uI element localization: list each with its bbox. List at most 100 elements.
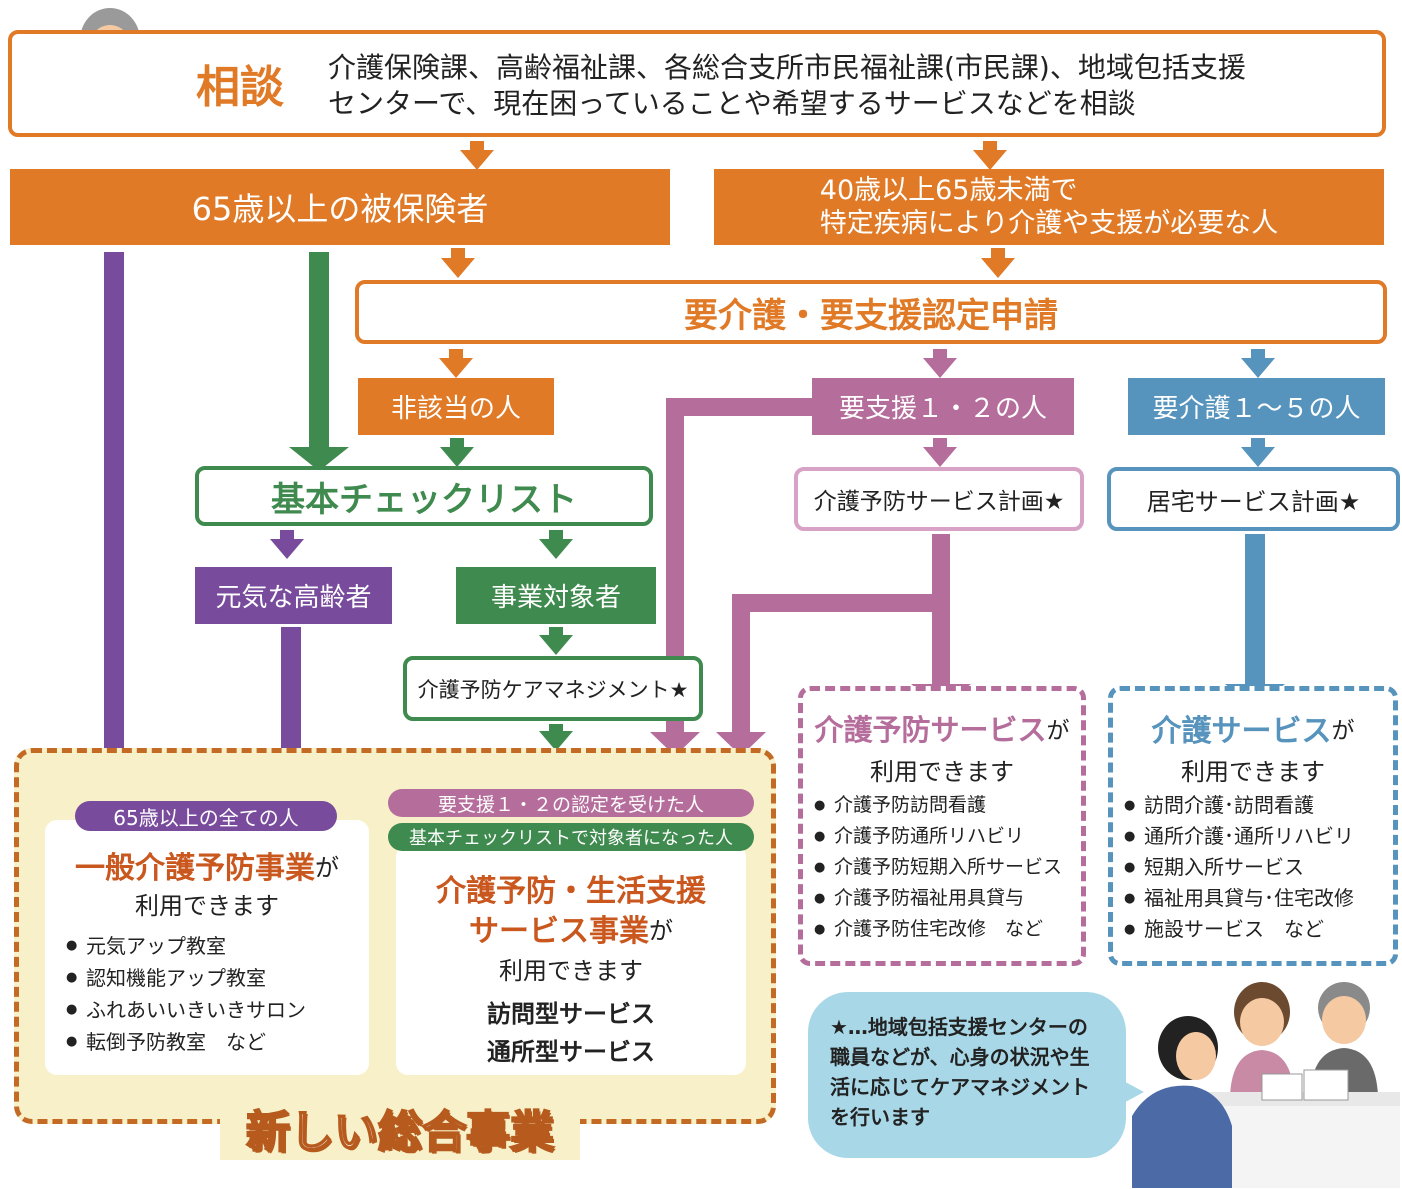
living-suffix: が [649, 916, 673, 945]
home-plan-label: 居宅サービス計画★ [1146, 487, 1361, 516]
list-item: 元気アップ教室 [66, 930, 366, 962]
support12-label: 要支援１・２の人 [838, 394, 1047, 424]
arrow-stem [1251, 438, 1265, 448]
general-title-row: 一般介護予防事業が [45, 845, 369, 886]
living-tag1-label: 要支援１・２の認定を受けた人 [437, 793, 704, 816]
arrow-stem [470, 141, 484, 151]
down-arrow-icon [981, 258, 1015, 278]
general-items: 元気アップ教室 認知機能アップ教室 ふれあいいきいきサロン 転倒予防教室 など [66, 930, 366, 1058]
living-usable: 利用できます [499, 956, 643, 985]
consult-title: 相談 [196, 62, 284, 113]
list-item: 短期入所サービス [1124, 852, 1396, 883]
purple-line [281, 627, 301, 777]
pink-line [666, 398, 684, 732]
care-management-box: 介護予防ケアマネジメント★ [403, 656, 703, 721]
list-item: 訪問介護･訪問看護 [1124, 790, 1396, 821]
care-management-label: 介護予防ケアマネジメント★ [417, 677, 689, 702]
age40-65-box: 40歳以上65歳未満で 特定疾病により介護や支援が必要な人 [714, 169, 1384, 245]
prevention-service-usable: 利用できます [870, 757, 1014, 786]
general-tag-label: 65歳以上の全ての人 [113, 805, 299, 830]
living-tag-checklist: 基本チェックリストで対象者になった人 [388, 823, 754, 851]
down-arrow-icon [439, 358, 473, 378]
care-service-title-row: 介護サービスが [1108, 708, 1398, 749]
down-arrow-icon [1241, 358, 1275, 378]
care-service-title: 介護サービス [1151, 714, 1332, 749]
arrow-stem [933, 349, 947, 359]
target-person-box: 事業対象者 [456, 567, 656, 624]
down-arrow-icon [1241, 447, 1275, 467]
pink-line [732, 594, 750, 732]
living-daycare: 通所型サービス [487, 1037, 655, 1066]
care-service-usable: 利用できます [1181, 757, 1325, 786]
new-program-title: 新しい総合事業 [245, 1106, 555, 1159]
care15-box: 要介護１～５の人 [1128, 378, 1385, 435]
prevention-plan-label: 介護予防サービス計画★ [813, 489, 1065, 515]
living-visit: 訪問型サービス [487, 999, 655, 1028]
prevention-service-suffix: が [1046, 718, 1070, 744]
care15-label: 要介護１～５の人 [1152, 394, 1361, 424]
arrow-stem [933, 438, 947, 448]
living-title-line1: 介護予防・生活支援 [436, 874, 706, 909]
target-person-label: 事業対象者 [490, 583, 621, 613]
prevention-service-title-row: 介護予防サービスが [798, 708, 1086, 748]
list-item: 転倒予防教室 など [66, 1026, 366, 1058]
general-usable: 利用できます [135, 891, 279, 920]
not-applicable-box: 非該当の人 [358, 378, 554, 435]
list-item: 介護予防住宅改修 など [814, 914, 1084, 945]
down-arrow-icon [539, 635, 573, 655]
green-line [309, 252, 329, 448]
down-arrow-icon [973, 150, 1007, 170]
general-title: 一般介護予防事業 [75, 851, 315, 886]
over65-box: 65歳以上の被保険者 [10, 169, 670, 245]
consult-box [8, 30, 1386, 137]
consult-text: 介護保険課、高齢福祉課、各総合支所市民福祉課(市民課)、地域包括支援 センターで… [328, 51, 1246, 120]
not-applicable-label: 非該当の人 [390, 394, 521, 424]
down-arrow-icon [923, 358, 957, 378]
down-arrow-icon [440, 447, 474, 467]
care-service-items: 訪問介護･訪問看護 通所介護･通所リハビリ 短期入所サービス 福祉用具貸与･住宅… [1124, 790, 1396, 945]
consultation-illustration [1132, 982, 1400, 1188]
purple-line [104, 252, 124, 777]
arrow-stem [549, 530, 563, 540]
arrow-stem [549, 724, 563, 732]
list-item: 施設サービス など [1124, 914, 1396, 945]
arrow-stem [280, 530, 294, 540]
list-item: ふれあいいきいきサロン [66, 994, 366, 1026]
down-arrow-icon [460, 150, 494, 170]
down-arrow-icon [923, 447, 957, 467]
down-arrow-icon [539, 539, 573, 559]
down-arrow-icon [539, 731, 573, 751]
arrow-stem [1251, 349, 1265, 359]
healthy-elderly-label: 元気な高齢者 [215, 583, 372, 613]
down-arrow-icon [270, 539, 304, 559]
list-item: 福祉用具貸与･住宅改修 [1124, 883, 1396, 914]
list-item: 認知機能アップ教室 [66, 962, 366, 994]
living-tag-support: 要支援１・２の認定を受けた人 [388, 789, 754, 817]
list-item: 介護予防短期入所サービス [814, 852, 1084, 883]
living-title-row2: サービス事業が [396, 908, 746, 949]
arrow-stem [450, 438, 464, 448]
support12-box: 要支援１・２の人 [812, 378, 1074, 435]
general-suffix: が [315, 853, 339, 882]
care-service-suffix: が [1331, 718, 1355, 744]
application-label: 要介護・要支援認定申請 [684, 295, 1058, 336]
living-support-card [396, 845, 746, 1075]
list-item: 介護予防福祉用具貸与 [814, 883, 1084, 914]
speech-bubble: ★…地域包括支援センターの職員などが、心身の状況や生活に応じてケアマネジメントを… [808, 992, 1126, 1158]
arrow-stem [983, 141, 997, 151]
list-item: 通所介護･通所リハビリ [1124, 821, 1396, 852]
arrow-stem [451, 248, 465, 259]
home-plan-box: 居宅サービス計画★ [1107, 467, 1400, 531]
speech-bubble-tail [1118, 1078, 1144, 1106]
application-box: 要介護・要支援認定申請 [355, 280, 1387, 344]
living-title-line2: サービス事業 [469, 914, 649, 949]
checklist-box: 基本チェックリスト [195, 466, 653, 526]
general-tag: 65歳以上の全ての人 [75, 801, 337, 831]
pink-line [666, 398, 812, 416]
pink-line [732, 594, 950, 612]
prevention-plan-box: 介護予防サービス計画★ [794, 467, 1084, 531]
list-item: 介護予防訪問看護 [814, 790, 1084, 821]
checklist-label: 基本チェックリスト [271, 479, 577, 520]
arrow-stem [549, 627, 563, 636]
arrow-stem [991, 248, 1005, 259]
